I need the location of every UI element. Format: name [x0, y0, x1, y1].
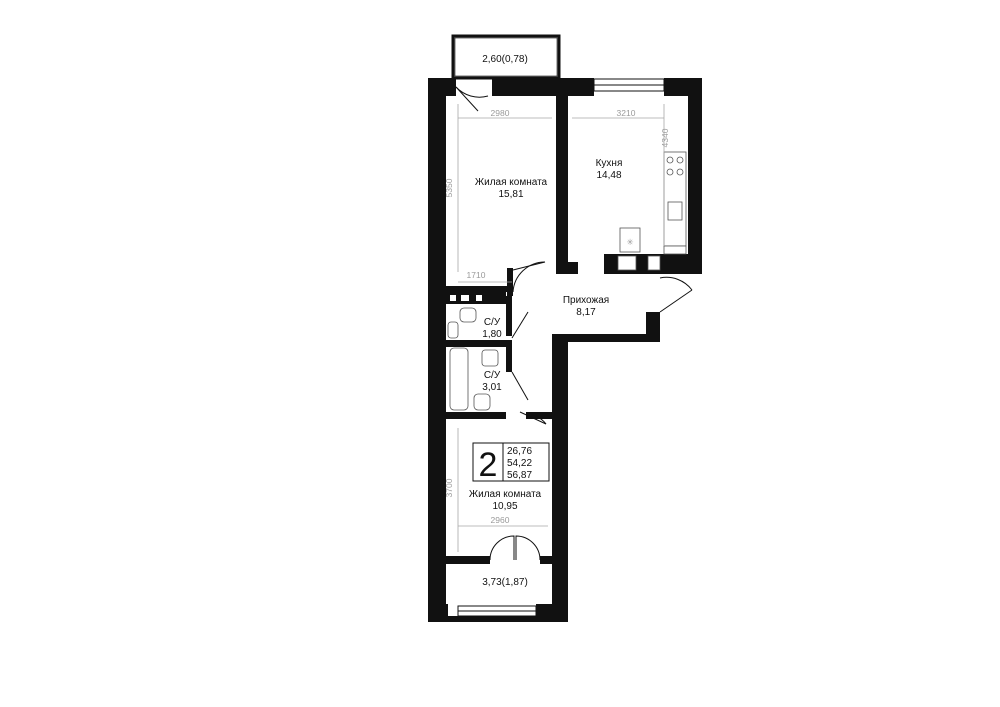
bath1-area: 1,80: [482, 329, 502, 340]
area-total: 54,22: [507, 458, 532, 469]
dimension-lines: [457, 104, 665, 552]
rooms-count: 2: [479, 446, 498, 484]
kitchen-area: 14,48: [596, 170, 621, 181]
living1-area: 15,81: [498, 189, 523, 200]
hall-name: Прихожая: [563, 295, 609, 306]
bath-fixtures: [446, 292, 506, 411]
windows: [457, 78, 665, 617]
kitchen-fixtures: ✳: [617, 151, 687, 271]
bath1-name: С/У: [484, 317, 501, 328]
area-summary: 2 26,76 54,22 56,87: [472, 442, 550, 484]
bath2-area: 3,01: [482, 382, 502, 393]
dim-living1-width: 2980: [491, 108, 510, 118]
living2-area: 10,95: [492, 501, 517, 512]
dim-living2-width: 2960: [491, 515, 510, 525]
top-balcony-label: 2,60(0,78): [482, 54, 528, 65]
dim-kitchen-height: 4340: [660, 128, 670, 147]
bath2-name: С/У: [484, 370, 501, 381]
dim-living2-height: 3700: [444, 478, 454, 497]
dim-living1-height: 5350: [444, 178, 454, 197]
hall-area: 8,17: [576, 307, 596, 318]
svg-text:✳: ✳: [626, 237, 634, 247]
living1-name: Жилая комната: [475, 177, 548, 188]
walls: [428, 78, 702, 622]
living2-name: Жилая комната: [469, 489, 542, 500]
dim-corridor-width: 1710: [467, 270, 486, 280]
kitchen-name: Кухня: [596, 158, 623, 169]
bottom-balcony-label: 3,73(1,87): [482, 577, 528, 588]
dim-kitchen-width: 3210: [617, 108, 636, 118]
area-with-balconies: 56,87: [507, 470, 532, 481]
area-living: 26,76: [507, 446, 532, 457]
doors: [455, 86, 693, 561]
